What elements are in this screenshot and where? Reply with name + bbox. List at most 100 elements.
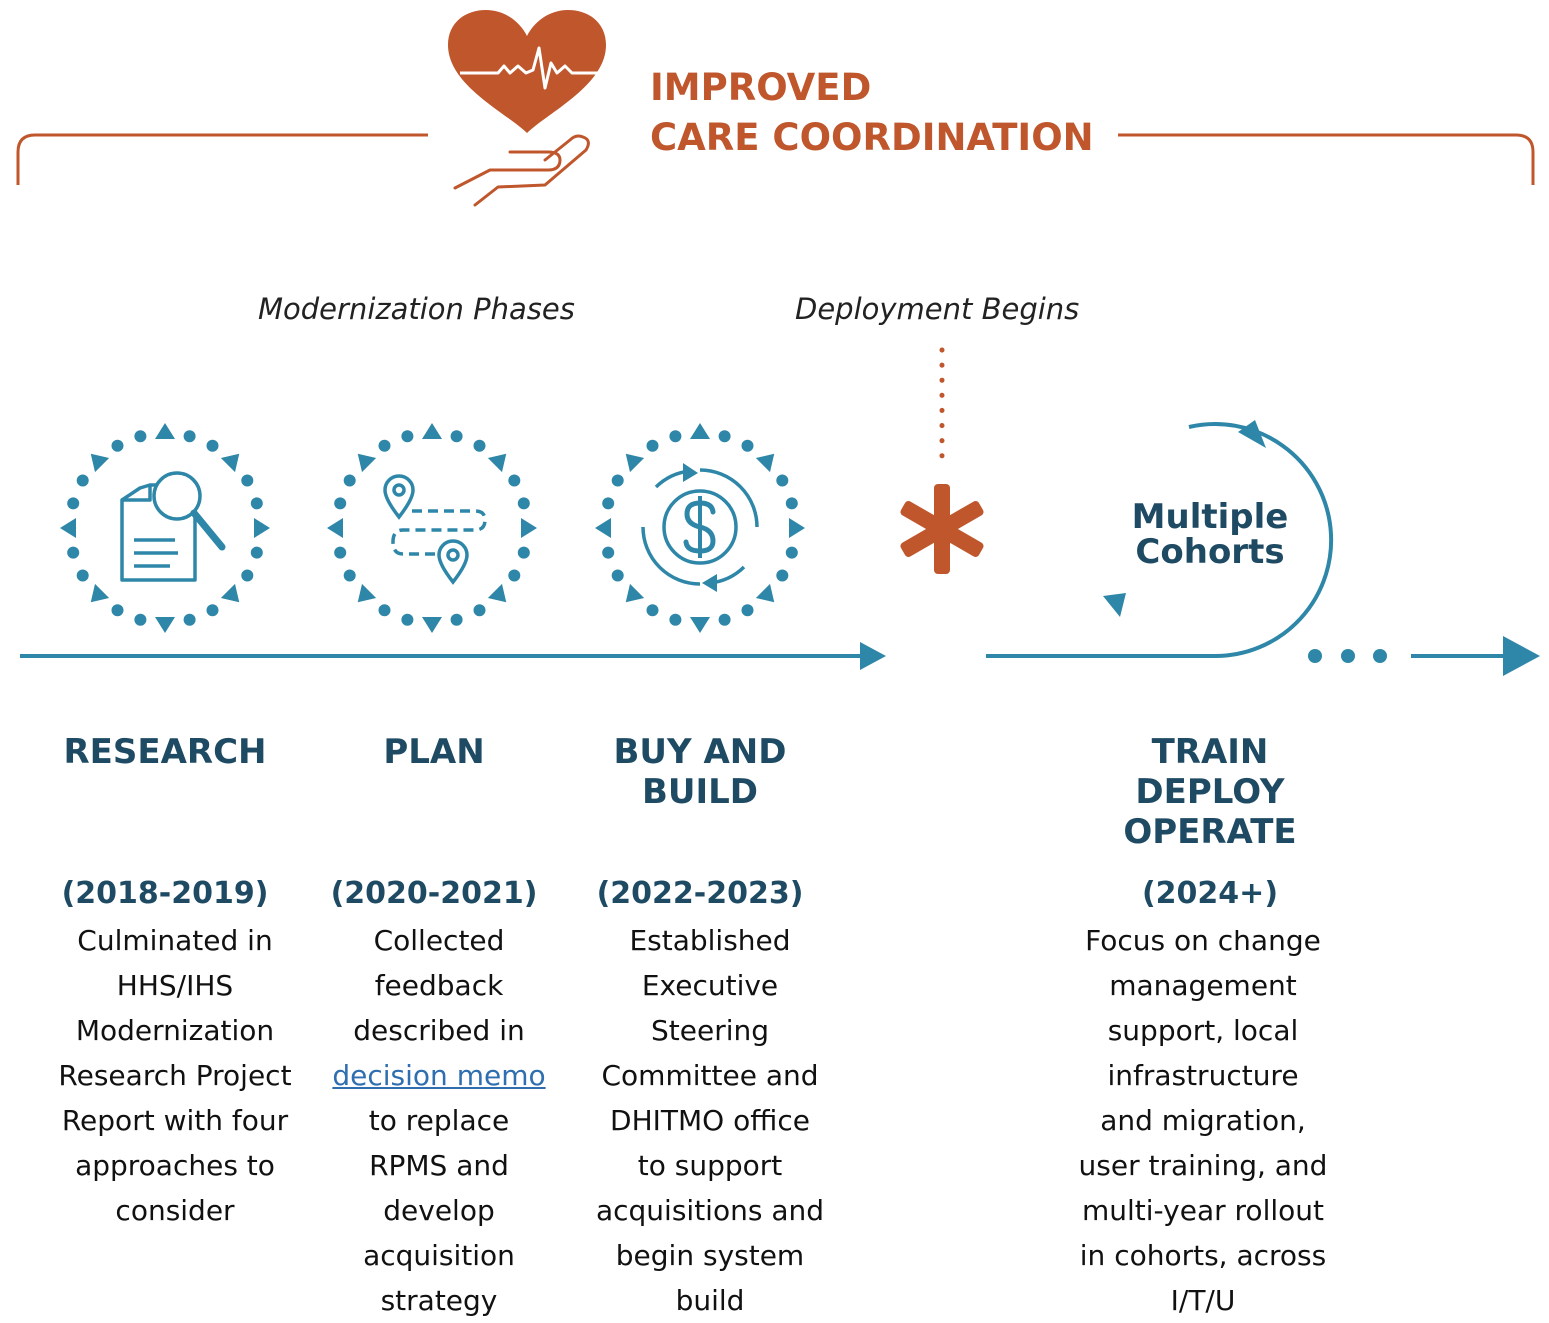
cohorts-label: Multiple Cohorts (1110, 500, 1310, 570)
ring-triangle (690, 423, 710, 439)
ring-dot (250, 497, 263, 510)
phase-title: PLAN (383, 732, 485, 772)
document-search-icon (120, 471, 226, 582)
phase-description: Established Executive Steering Committee… (580, 918, 840, 1323)
ring-triangle (155, 617, 175, 633)
desc-line: user training, and (1078, 1149, 1328, 1182)
phase-years: (2022-2023) (596, 876, 804, 911)
desc-line: described in (353, 1014, 525, 1047)
phase-years: (2024+) (1141, 876, 1279, 911)
ring-triangle (155, 423, 175, 439)
ring-dot (183, 430, 196, 443)
desc-line: Established (629, 924, 791, 957)
header-bracket-left (16, 133, 428, 185)
title-improved: IMPROVED (650, 66, 872, 109)
desc-line: HHS/IHS (116, 969, 234, 1002)
ring-triangle (357, 583, 377, 603)
desc-line: strategy (380, 1284, 498, 1317)
desc-line: to support (637, 1149, 783, 1182)
ring-triangle (357, 453, 377, 473)
ring-dot (517, 497, 530, 510)
desc-line: feedback (374, 969, 504, 1002)
desc-line: acquisitions and (595, 1194, 825, 1227)
ring-dot (111, 604, 124, 617)
desc-line: and migration, (1100, 1104, 1306, 1137)
plan-ring (327, 423, 537, 633)
ring-dot (508, 569, 521, 582)
header-bracket-right (1118, 133, 1535, 185)
ring-dot (785, 497, 798, 510)
ring-triangle (60, 518, 76, 538)
phase-title-line: BUILD (641, 772, 759, 812)
ring-triangle (254, 518, 270, 538)
desc-line: consider (115, 1194, 235, 1227)
desc-line: Focus on change (1085, 930, 1321, 957)
phase-plan: PLAN (2020-2021) Collected feedback desc… (308, 732, 570, 1317)
ring-triangle (595, 518, 611, 538)
ring-triangle (90, 583, 110, 603)
ring-triangle (422, 423, 442, 439)
phase-buy-build: BUY AND BUILD (2022-2023) Established Ex… (580, 732, 840, 1317)
ring-triangle (487, 583, 507, 603)
ring-dot (517, 546, 530, 559)
desc-line: Executive (641, 969, 779, 1002)
ring-triangle (690, 617, 710, 633)
timeline-arrow (20, 642, 886, 670)
ring-triangle (90, 453, 110, 473)
deployment-begins-label: Deployment Begins (795, 292, 1080, 326)
phase-title: BUY AND BUILD (560, 732, 840, 812)
phase-description: Culminated in HHS/IHS Modernization Rese… (30, 918, 320, 1233)
ring-dot (378, 439, 391, 452)
ring-dot (776, 474, 789, 487)
ring-triangle (625, 583, 645, 603)
ring-dot (669, 613, 682, 626)
ring-triangle (625, 453, 645, 473)
desc-line: develop (383, 1194, 495, 1227)
phase-years: (2020-2021) (330, 876, 538, 911)
phase-train-deploy-operate-desc: Focus on change management support, loca… (1060, 930, 1335, 1322)
ring-dot (450, 613, 463, 626)
ring-dot (450, 430, 463, 443)
phase-train-deploy-operate-title: TRAIN DEPLOY OPERATE (1080, 732, 1340, 872)
ring-triangle (220, 583, 240, 603)
desc-line: Steering (650, 1014, 769, 1047)
ring-dot (611, 569, 624, 582)
ring-dot (67, 546, 80, 559)
phase-title-line: DEPLOY (1135, 772, 1285, 812)
desc-line: infrastructure (1107, 1059, 1299, 1092)
continue-arrow (1411, 636, 1540, 676)
ring-dot (76, 569, 89, 582)
ring-dot (611, 474, 624, 487)
desc-line: approaches to (75, 1149, 275, 1182)
phase-title: TRAIN DEPLOY OPERATE (1080, 732, 1340, 852)
ring-triangle (220, 453, 240, 473)
ellipsis-dots (1308, 649, 1387, 663)
phase-title-line: OPERATE (1123, 812, 1297, 852)
ring-dot (378, 604, 391, 617)
asterisk-icon (900, 484, 984, 574)
ring-dot (401, 613, 414, 626)
cohorts-line2: Cohorts (1135, 532, 1285, 572)
title-care-coordination: CARE COORDINATION (650, 116, 1094, 159)
ring-dot (111, 439, 124, 452)
ring-dot (718, 613, 731, 626)
ring-dot (334, 546, 347, 559)
ring-dot (741, 439, 754, 452)
ring-dot (473, 439, 486, 452)
ring-triangle (789, 518, 805, 538)
ring-dot (134, 430, 147, 443)
ring-dot (206, 439, 219, 452)
ring-dot (602, 546, 615, 559)
ring-dot (334, 497, 347, 510)
ring-dot (776, 569, 789, 582)
ring-dot (343, 569, 356, 582)
decision-memo-link[interactable]: decision memo (332, 1059, 546, 1092)
ring-dot (718, 430, 731, 443)
desc-line: Culminated in (77, 924, 273, 957)
ring-triangle (422, 617, 442, 633)
ring-dot (76, 474, 89, 487)
ring-dot (343, 474, 356, 487)
desc-line: build (675, 1284, 745, 1317)
ring-dot (669, 430, 682, 443)
desc-line: I/T/U (1170, 1284, 1236, 1317)
